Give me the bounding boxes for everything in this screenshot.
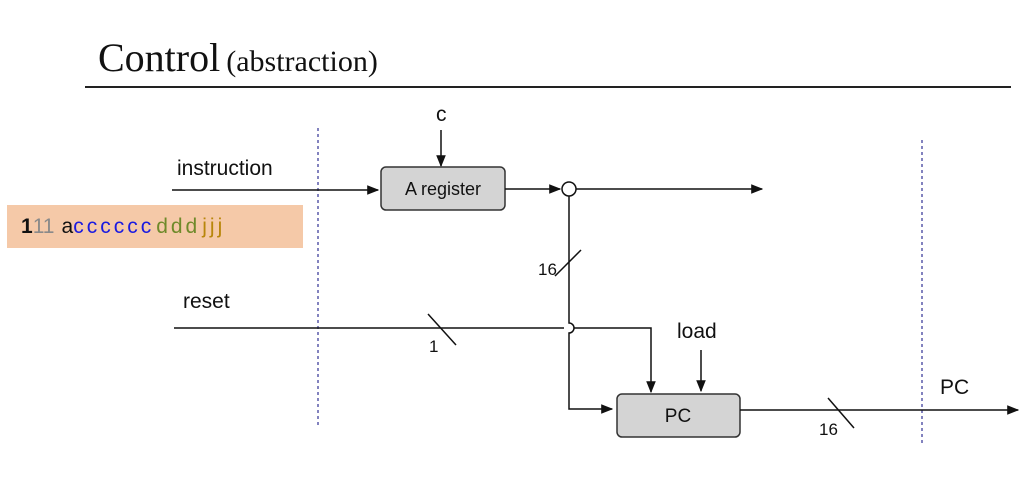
pc-box <box>616 393 741 438</box>
title-main: Control <box>98 35 221 80</box>
bus-16-slash-b <box>827 397 855 429</box>
bus-16-slash-a <box>554 249 582 277</box>
reset-label: reset <box>183 290 230 313</box>
encoding-j-bits: jjj <box>202 214 226 238</box>
slide-title: Control(abstraction) <box>98 34 378 81</box>
title-subtitle: (abstraction) <box>226 45 378 78</box>
c-label: c <box>436 103 447 126</box>
bus-16-label-a: 16 <box>538 260 557 279</box>
encoding-opcode-first: 1 <box>21 214 33 238</box>
encoding-opcode-rest: 11 <box>32 214 55 238</box>
pc-box-label: PC <box>665 406 691 427</box>
encoding-a-bit: a <box>61 214 74 238</box>
bus-1-label: 1 <box>429 337 438 356</box>
bus-16-label-b: 16 <box>819 420 838 439</box>
bus-1-slash <box>427 313 457 346</box>
instruction-label: instruction <box>177 157 273 180</box>
a-to-pc-wire <box>568 196 614 414</box>
pc-output-label: PC <box>940 376 969 399</box>
a-register-label: A register <box>405 179 481 199</box>
junction-node <box>561 181 577 197</box>
load-label: load <box>677 320 717 343</box>
encoding-d-bits: ddd <box>156 214 201 238</box>
title-underline <box>85 86 1011 88</box>
reset-wire <box>174 327 651 392</box>
encoding-c-bits: cccccc <box>73 214 155 238</box>
